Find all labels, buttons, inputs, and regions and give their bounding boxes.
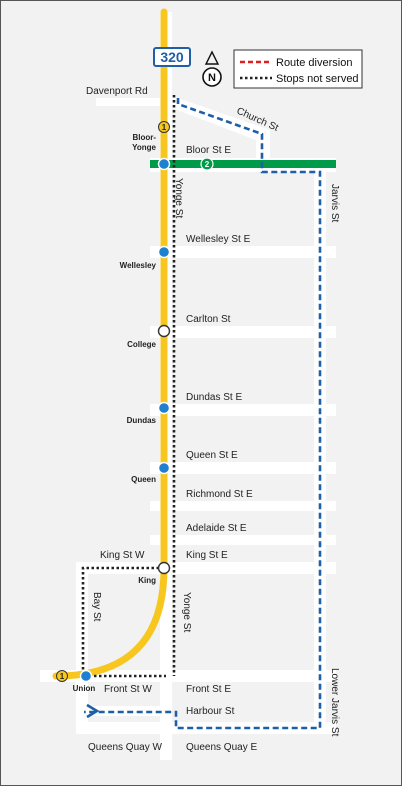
church-street [172, 96, 270, 172]
accessible-icon [157, 401, 171, 415]
line-2-badge: 2 [200, 157, 214, 171]
station-label-wellesley: Wellesley [120, 261, 157, 270]
station-union [79, 669, 93, 683]
subway-line-2 [150, 160, 336, 168]
station-label-bloor-yonge-2: Yonge [132, 143, 156, 152]
street-label-adelaide: Adelaide St E [186, 523, 247, 534]
station-wellesley [157, 245, 171, 259]
adelaide-street [150, 535, 336, 545]
station-bloor-yonge [157, 157, 171, 171]
street-label-yonge-upper: Yonge St [173, 178, 184, 218]
street-label-harbour: Harbour St [186, 706, 235, 717]
north-arrow-icon: N [202, 50, 222, 87]
station-marker [157, 561, 171, 575]
route-diversion-path [84, 98, 322, 730]
not-served-bay-loop [81, 566, 166, 678]
street-label-bay: Bay St [91, 592, 102, 622]
accessible-icon [79, 669, 93, 683]
street-label-king-west: King St W [100, 550, 145, 561]
street-label-yonge-lower: Yonge St [181, 592, 192, 632]
line-1-circle [158, 121, 170, 133]
accessible-icon [157, 157, 171, 171]
accessible-icon [157, 245, 171, 259]
street-label-davenport: Davenport Rd [86, 86, 148, 97]
station-college [157, 324, 171, 338]
street-label-front-east: Front St E [186, 684, 231, 695]
legend-not-served-label: Stops not served [276, 73, 359, 85]
station-dundas [157, 401, 171, 415]
street-label-dundas: Dundas St E [186, 392, 242, 403]
station-king [157, 561, 171, 575]
legend: Route diversion Stops not served [233, 49, 363, 89]
stops-not-served-path [81, 95, 176, 678]
jarvis-street [314, 158, 326, 734]
route-number: 320 [160, 49, 184, 65]
station-marker [157, 324, 171, 338]
line-2-circle [200, 157, 214, 171]
line-1-badge-west: 1 [56, 670, 68, 682]
direction-arrow-icon [86, 703, 100, 719]
station-queen [157, 461, 171, 475]
street-label-bloor: Bloor St E [186, 145, 231, 156]
station-label-dundas: Dundas [127, 416, 157, 425]
street-label-carlton: Carlton St [186, 314, 231, 325]
richmond-street [150, 501, 336, 511]
accessible-icon [157, 461, 171, 475]
station-label-union: Union [73, 684, 96, 693]
street-label-lower-jarvis: Lower Jarvis St [329, 668, 340, 737]
street-label-queen: Queen St E [186, 450, 238, 461]
line-1-number: 1 [162, 123, 167, 132]
north-triangle [204, 50, 220, 65]
street-label-wellesley: Wellesley St E [186, 234, 251, 245]
line-1-badge-top: 1 [158, 121, 170, 133]
station-label-college: College [127, 340, 156, 349]
queen-street [150, 462, 336, 474]
wellesley-street [150, 246, 336, 258]
legend-box [233, 49, 363, 89]
north-label: N [208, 72, 216, 84]
street-label-jarvis: Jarvis St [329, 184, 340, 223]
street-label-queens-quay-east: Queens Quay E [186, 742, 257, 753]
davenport-road [96, 98, 160, 106]
queens-quay [76, 722, 336, 734]
station-label-queen: Queen [131, 475, 156, 484]
street-label-queens-quay-west: Queens Quay W [88, 742, 162, 753]
station-label-king: King [138, 576, 156, 585]
street-label-richmond: Richmond St E [186, 489, 253, 500]
carlton-street [150, 326, 336, 338]
street-label-king-east: King St E [186, 550, 228, 561]
harbour-street [76, 706, 172, 716]
line-1-circle-west [56, 670, 68, 682]
dundas-street [150, 404, 336, 416]
diversion-line [84, 98, 322, 730]
line-1-number-west: 1 [60, 672, 65, 681]
station-label-bloor-yonge-1: Bloor- [132, 133, 156, 142]
front-street [40, 670, 336, 682]
route-badge: 320 [153, 47, 191, 67]
king-street [76, 562, 336, 574]
line-2-number: 2 [205, 160, 210, 169]
north-circle [202, 67, 222, 87]
legend-diversion-label: Route diversion [276, 57, 352, 69]
route-badge-box [153, 47, 191, 67]
street-label-front-west: Front St W [104, 684, 152, 695]
